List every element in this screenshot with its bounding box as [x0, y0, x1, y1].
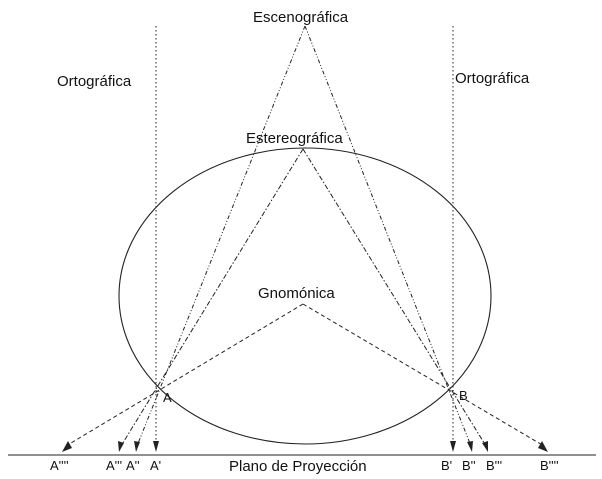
projection-b4-label: B'''' — [540, 458, 559, 473]
arrowhead-a2 — [134, 441, 140, 452]
arrowhead-a1 — [153, 441, 159, 452]
arrowhead-b4 — [538, 441, 548, 452]
scenographic-line-left — [136, 25, 306, 447]
point-b-label: B — [459, 388, 468, 403]
scenographic-line-right — [304, 25, 472, 447]
label-gnomonica: Gnomónica — [258, 285, 335, 302]
stereographic-line-right — [302, 148, 487, 447]
point-a-label: A — [163, 390, 172, 405]
label-escenografica: Escenográfica — [253, 9, 349, 26]
arrowhead-b2 — [467, 441, 473, 452]
projection-a2-label: A'' — [126, 458, 140, 473]
arrowhead-a3 — [118, 441, 124, 452]
projection-b3-label: B''' — [486, 458, 502, 473]
label-ortografica-right: Ortográfica — [455, 70, 530, 87]
sphere-circle — [118, 147, 492, 445]
gnomonic-line-left — [65, 303, 304, 447]
projection-a3-label: A''' — [106, 458, 122, 473]
gnomonic-line-right — [302, 303, 545, 447]
projection-b2-label: B'' — [462, 458, 476, 473]
projection-a4-label: A'''' — [50, 458, 69, 473]
label-estereografica: Estereográfica — [246, 130, 343, 147]
label-plano-proyeccion: Plano de Proyección — [229, 458, 367, 475]
arrowhead-b1 — [450, 441, 456, 452]
projection-b1-label: B' — [441, 458, 452, 473]
arrowhead-a4 — [62, 441, 72, 452]
projection-a1-label: A' — [150, 458, 161, 473]
label-ortografica-left: Ortográfica — [57, 73, 132, 90]
arrowhead-b3 — [482, 441, 488, 452]
